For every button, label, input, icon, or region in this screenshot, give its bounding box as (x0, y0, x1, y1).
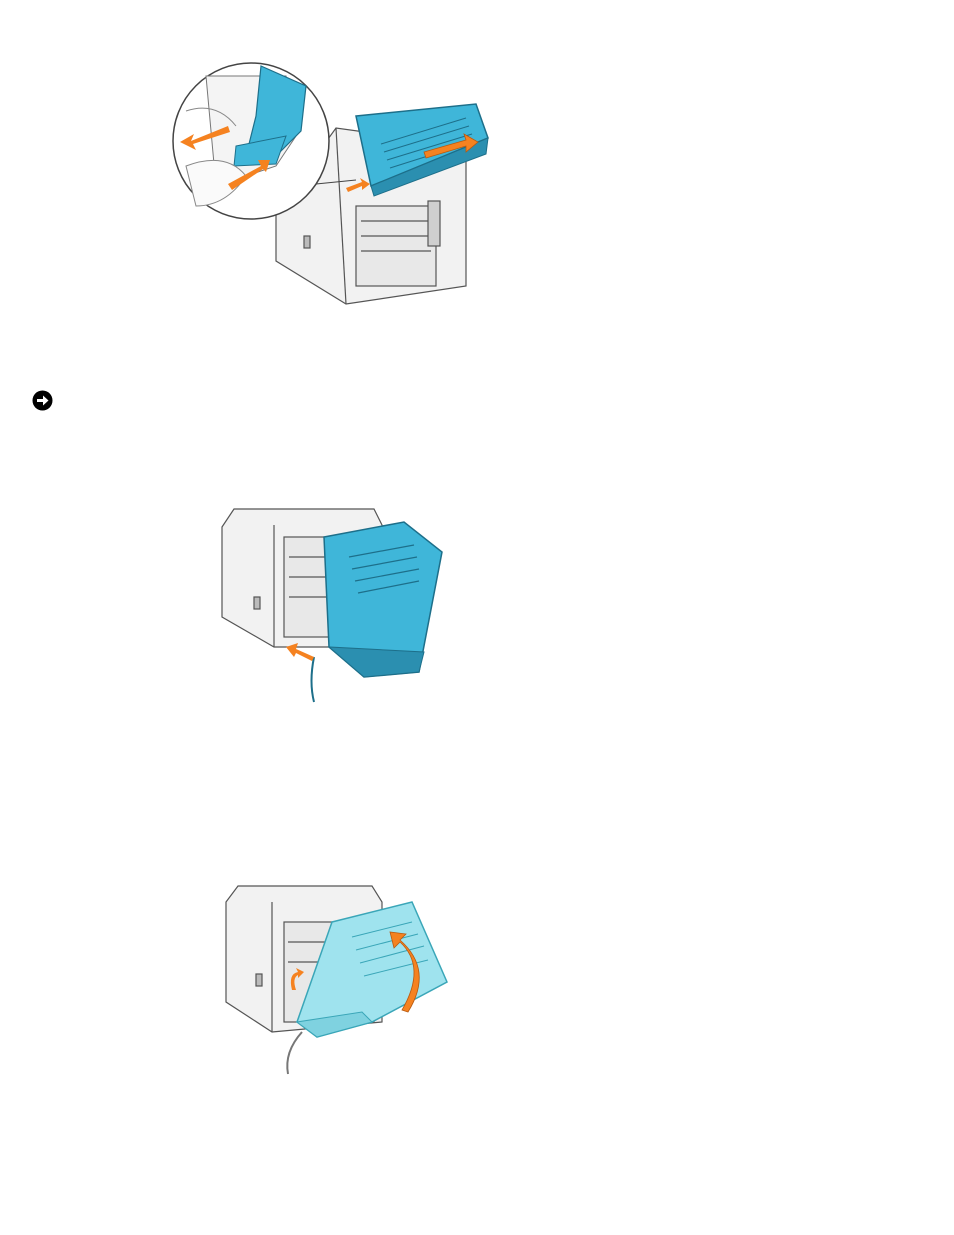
notice-arrow-icon (32, 390, 53, 411)
figure-detach-duplex-unit (214, 497, 446, 711)
duplex-unit (312, 522, 443, 702)
figure-attach-cover (222, 882, 450, 1078)
figure-remove-duplex-cover (166, 56, 500, 306)
